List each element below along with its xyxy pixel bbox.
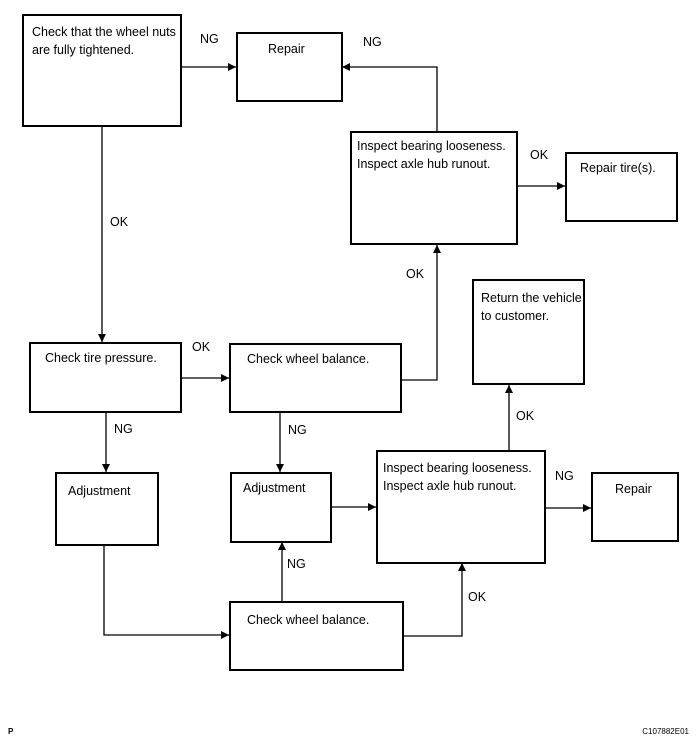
- check-wheel-balance-box-1: Check wheel balance.: [229, 343, 402, 413]
- repair-bottom-text: Repair: [615, 482, 652, 496]
- repair-tires-text: Repair tire(s).: [580, 161, 656, 175]
- arrow-balance2-to-inspect-bottom: [403, 563, 466, 637]
- inspect-top-text: Inspect bearing looseness. Inspect axle …: [357, 139, 506, 171]
- repair-top-text: Repair: [268, 42, 305, 56]
- check-wheel-nuts-text: Check that the wheel nuts are fully tigh…: [32, 25, 176, 57]
- inspect-bottom-text: Inspect bearing looseness. Inspect axle …: [383, 461, 532, 493]
- footer-left-code: P: [8, 727, 14, 736]
- label-ng-inspect-repair: NG: [363, 35, 382, 49]
- adjustment-mid-text: Adjustment: [243, 481, 306, 495]
- repair-tires-box: Repair tire(s).: [565, 152, 678, 222]
- return-vehicle-box: Return the vehicle to customer.: [472, 279, 585, 385]
- check-wheel-balance-text-1: Check wheel balance.: [247, 352, 370, 366]
- repair-top-box: Repair: [236, 32, 343, 102]
- arrow-balance-to-inspect-top: [401, 245, 441, 381]
- label-ok-pressure-balance: OK: [192, 340, 211, 354]
- check-wheel-nuts-box: Check that the wheel nuts are fully tigh…: [22, 14, 182, 127]
- label-ok-inspect-tires: OK: [530, 148, 549, 162]
- label-ng-pressure-adjust: NG: [114, 422, 133, 436]
- label-ok-balance2-inspect: OK: [468, 590, 487, 604]
- inspect-top-box: Inspect bearing looseness. Inspect axle …: [350, 131, 518, 245]
- label-ok-balance-inspect: OK: [406, 267, 425, 281]
- label-ng-nuts-repair: NG: [200, 32, 219, 46]
- arrow-inspect-top-to-repair: [342, 63, 438, 131]
- check-tire-pressure-text: Check tire pressure.: [45, 351, 157, 365]
- check-wheel-balance-text-2: Check wheel balance.: [247, 613, 370, 627]
- arrow-adjust-left-to-balance2: [103, 545, 229, 639]
- footer-figure-id: C107882E01: [642, 727, 689, 736]
- adjustment-left-box: Adjustment: [55, 472, 159, 546]
- adjustment-mid-box: Adjustment: [230, 472, 332, 543]
- label-ng-inspect-bottom-repair: NG: [555, 469, 574, 483]
- label-ng-balance-adjust: NG: [288, 423, 307, 437]
- label-ok-inspect-bottom-return: OK: [516, 409, 535, 423]
- check-wheel-balance-box-2: Check wheel balance.: [229, 601, 404, 671]
- return-vehicle-text: Return the vehicle to customer.: [481, 291, 582, 323]
- label-ok-nuts-pressure: OK: [110, 215, 129, 229]
- inspect-bottom-box: Inspect bearing looseness. Inspect axle …: [376, 450, 546, 564]
- adjustment-left-text: Adjustment: [68, 484, 131, 498]
- label-ng-balance2-adjust: NG: [287, 557, 306, 571]
- repair-bottom-box: Repair: [591, 472, 679, 542]
- check-tire-pressure-box: Check tire pressure.: [29, 342, 182, 413]
